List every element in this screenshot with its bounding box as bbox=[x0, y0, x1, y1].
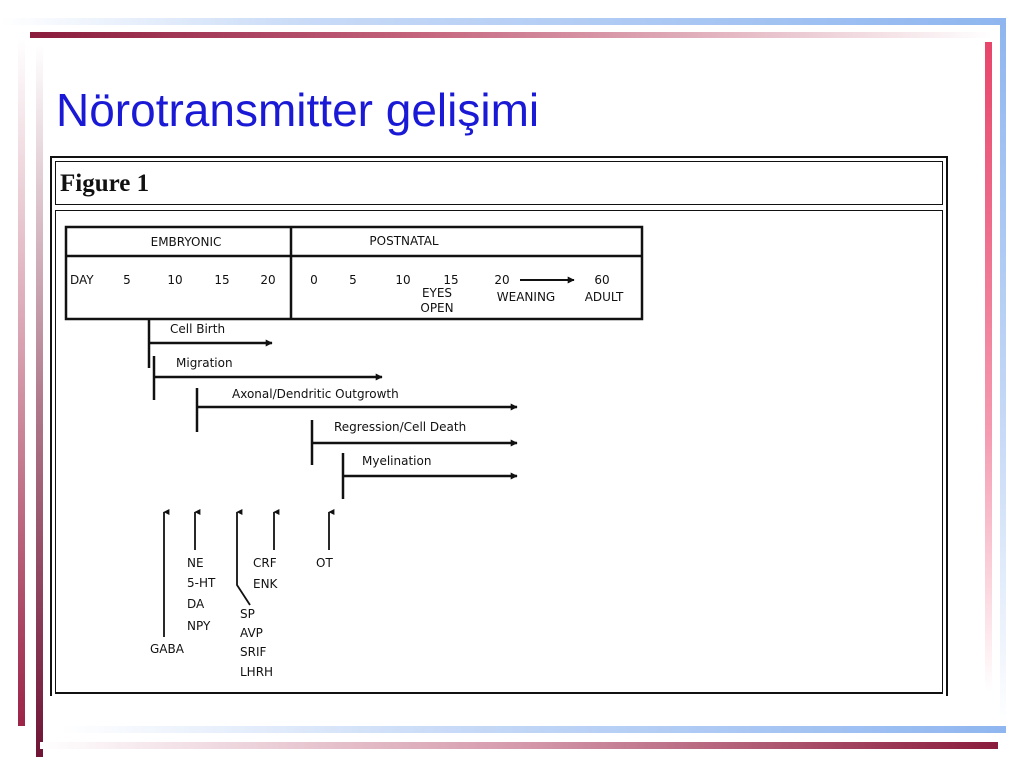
process-regression-cell-death: Regression/Cell Death bbox=[334, 420, 466, 434]
figure-body-box bbox=[55, 210, 943, 694]
sp-group-arrow bbox=[236, 509, 251, 606]
transmitter-da: DA bbox=[187, 597, 205, 611]
transmitter-crf: CRF bbox=[253, 556, 277, 570]
process-axonal-dendritic-outgrowth: Axonal/Dendritic Outgrowth bbox=[232, 387, 399, 401]
eyes-open-label: EYES bbox=[422, 286, 452, 300]
bottom-blue-bar bbox=[60, 726, 1006, 733]
left-red-bar bbox=[18, 38, 25, 726]
postnatal-day: 0 bbox=[310, 273, 318, 287]
embryonic-day: 20 bbox=[260, 273, 275, 287]
bottom-red-bar bbox=[40, 742, 998, 749]
postnatal-day: 60 bbox=[594, 273, 609, 287]
right-pink-bar bbox=[985, 42, 992, 692]
transmitter-enk: ENK bbox=[253, 577, 279, 591]
embryonic-day: 5 bbox=[123, 273, 131, 287]
transmitter-npy: NPY bbox=[187, 619, 211, 633]
process-myelination: Myelination bbox=[362, 454, 431, 468]
transmitter-gaba: GABA bbox=[150, 642, 185, 656]
weaning-label: WEANING bbox=[497, 290, 555, 304]
period-embryonic: EMBRYONIC bbox=[151, 235, 222, 249]
eyes-open-label: OPEN bbox=[420, 301, 453, 315]
figure-label: Figure 1 bbox=[60, 170, 150, 197]
transmitter-ot: OT bbox=[316, 556, 333, 570]
process-bars: Cell Birth Migration Axonal/Dendritic Ou… bbox=[147, 320, 518, 499]
adult-label: ADULT bbox=[585, 290, 624, 304]
figure-header-box bbox=[55, 161, 943, 205]
timeline-border bbox=[64, 225, 644, 321]
figure-frame bbox=[50, 156, 948, 696]
postnatal-day: 15 bbox=[443, 273, 458, 287]
transmitter-ne: NE bbox=[187, 556, 204, 570]
embryonic-day: 10 bbox=[167, 273, 182, 287]
process-migration: Migration bbox=[176, 356, 233, 370]
timeline-table: EMBRYONIC POSTNATAL DAY 5 10 15 20 0 5 1… bbox=[64, 225, 644, 321]
top-red-bar bbox=[30, 32, 992, 38]
day-label: DAY bbox=[70, 273, 94, 287]
figure-bottom-line bbox=[55, 692, 943, 694]
process-cell-birth: Cell Birth bbox=[170, 322, 225, 336]
period-postnatal: POSTNATAL bbox=[369, 234, 438, 248]
transmitter-lhrh: LHRH bbox=[240, 665, 273, 679]
left-dark-bar bbox=[36, 45, 43, 757]
transmitter-srif: SRIF bbox=[240, 645, 266, 659]
postnatal-day: 5 bbox=[349, 273, 357, 287]
postnatal-day: 10 bbox=[395, 273, 410, 287]
right-blue-bar bbox=[1000, 22, 1006, 727]
transmitter-sp: SP bbox=[240, 607, 255, 621]
slide-title: Nörotransmitter gelişimi bbox=[56, 83, 540, 136]
postnatal-day: 20 bbox=[494, 273, 509, 287]
transmitter-markers: GABA NE 5-HT DA NPY SP AVP SRIF LHRH CRF… bbox=[150, 509, 335, 679]
top-blue-bar bbox=[0, 18, 1006, 25]
embryonic-day: 15 bbox=[214, 273, 229, 287]
transmitter-avp: AVP bbox=[240, 626, 263, 640]
transmitter-5ht: 5-HT bbox=[187, 576, 216, 590]
